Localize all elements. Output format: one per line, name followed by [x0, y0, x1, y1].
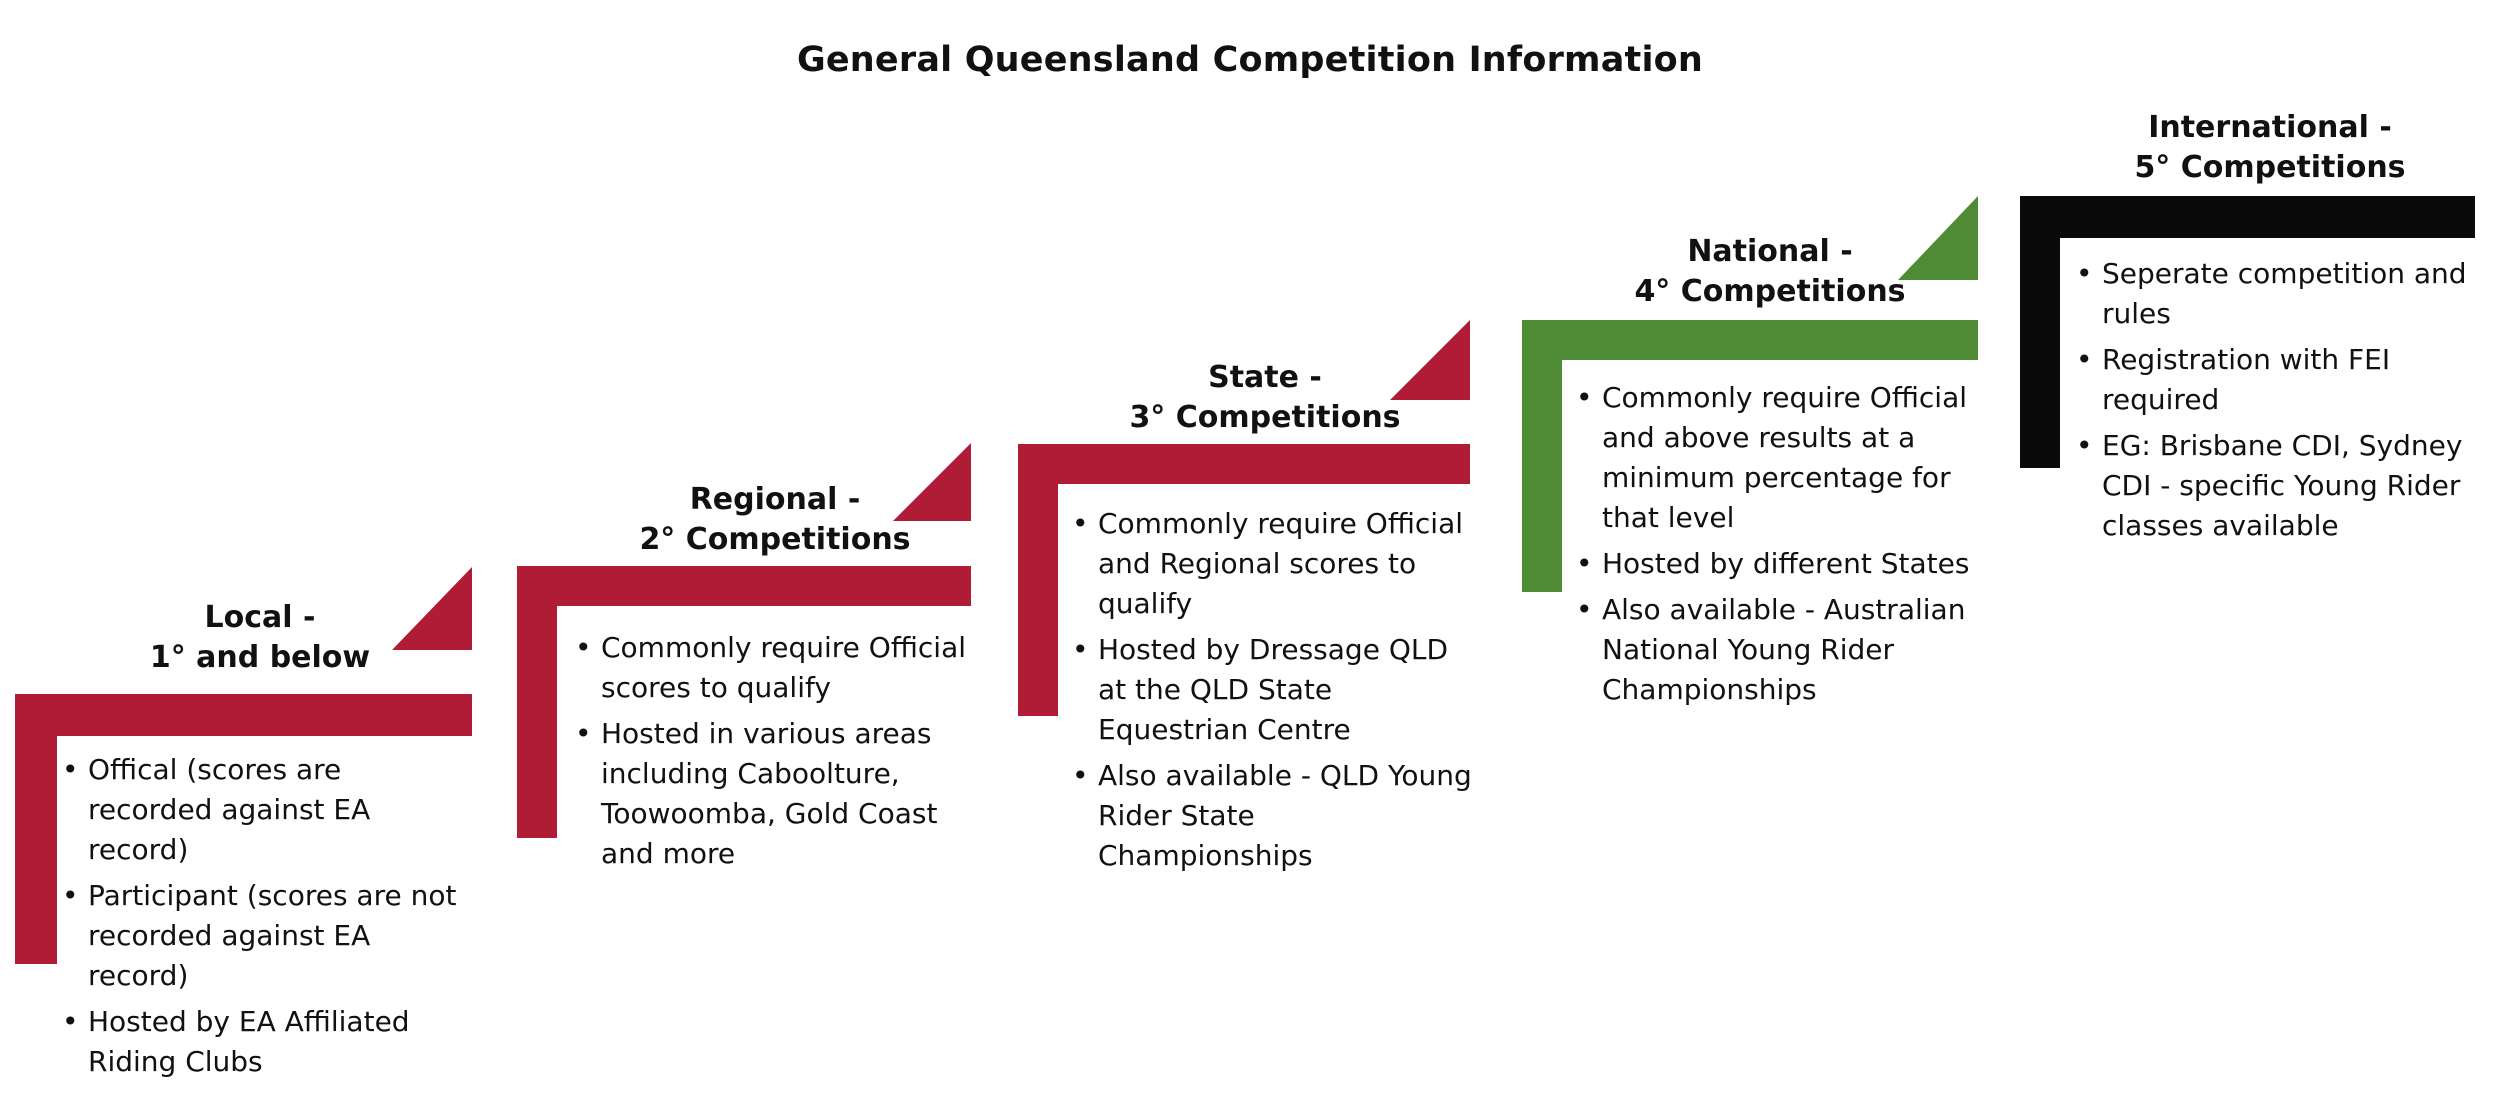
step-state-side-bar [1018, 444, 1058, 716]
step-international-bullets: Seperate competition and rules Registrat… [2076, 254, 2476, 552]
page-title: General Queensland Competition Informati… [796, 40, 1704, 80]
step-state-triangle [1390, 320, 1470, 400]
step-regional-heading-line2: 2° Competitions [639, 522, 911, 557]
step-international-heading-line1: International - [2148, 110, 2392, 145]
list-item: Offical (scores are recorded against EA … [62, 750, 472, 870]
step-regional-heading: Regional - 2° Competitions [555, 480, 995, 560]
step-national-top-bar [1522, 320, 1978, 360]
step-regional-triangle [893, 443, 971, 521]
step-state-top-bar [1018, 444, 1470, 484]
step-international-side-bar [2020, 196, 2060, 468]
step-regional-bullets: Commonly require Official scores to qual… [575, 628, 975, 880]
list-item: EG: Brisbane CDI, Sydney CDI - specific … [2076, 426, 2476, 546]
step-international-heading-line2: 5° Competitions [2134, 150, 2406, 185]
list-item: Also available - Australian National You… [1576, 590, 1976, 710]
step-state-heading: State - 3° Competitions [1045, 358, 1485, 438]
step-international-top-bar [2020, 196, 2475, 238]
step-local-triangle [392, 567, 472, 650]
step-local-bullets: Offical (scores are recorded against EA … [62, 750, 472, 1088]
step-state-heading-line2: 3° Competitions [1129, 400, 1401, 435]
step-state-bullets: Commonly require Official and Regional s… [1072, 504, 1472, 882]
list-item: Seperate competition and rules [2076, 254, 2476, 334]
step-national-heading-line1: National - [1687, 234, 1853, 269]
list-item: Commonly require Official and above resu… [1576, 378, 1976, 538]
step-international-heading: International - 5° Competitions [2060, 108, 2480, 188]
list-item: Hosted by EA Affiliated Riding Clubs [62, 1002, 472, 1082]
step-state-heading-line1: State - [1208, 360, 1322, 395]
list-item: Hosted by Dressage QLD at the QLD State … [1072, 630, 1472, 750]
list-item: Participant (scores are not recorded aga… [62, 876, 472, 996]
list-item: Commonly require Official and Regional s… [1072, 504, 1472, 624]
step-local-top-bar [15, 694, 472, 736]
step-local-heading-line2: 1° and below [149, 640, 371, 675]
step-national-bullets: Commonly require Official and above resu… [1576, 378, 1976, 716]
list-item: Registration with FEI required [2076, 340, 2476, 420]
step-regional-heading-line1: Regional - [689, 482, 861, 517]
step-national-side-bar [1522, 320, 1562, 592]
step-local-heading: Local - 1° and below [60, 598, 460, 678]
step-local-heading-line1: Local - [204, 600, 316, 635]
list-item: Also available - QLD Young Rider State C… [1072, 756, 1472, 876]
step-national-heading: National - 4° Competitions [1560, 232, 1980, 312]
list-item: Hosted in various areas including Cabool… [575, 714, 975, 874]
list-item: Commonly require Official scores to qual… [575, 628, 975, 708]
step-national-triangle [1898, 196, 1978, 280]
step-national-heading-line2: 4° Competitions [1634, 274, 1906, 309]
list-item: Hosted by different States [1576, 544, 1976, 584]
step-regional-side-bar [517, 566, 557, 838]
step-regional-top-bar [517, 566, 971, 606]
step-local-side-bar [15, 694, 57, 964]
